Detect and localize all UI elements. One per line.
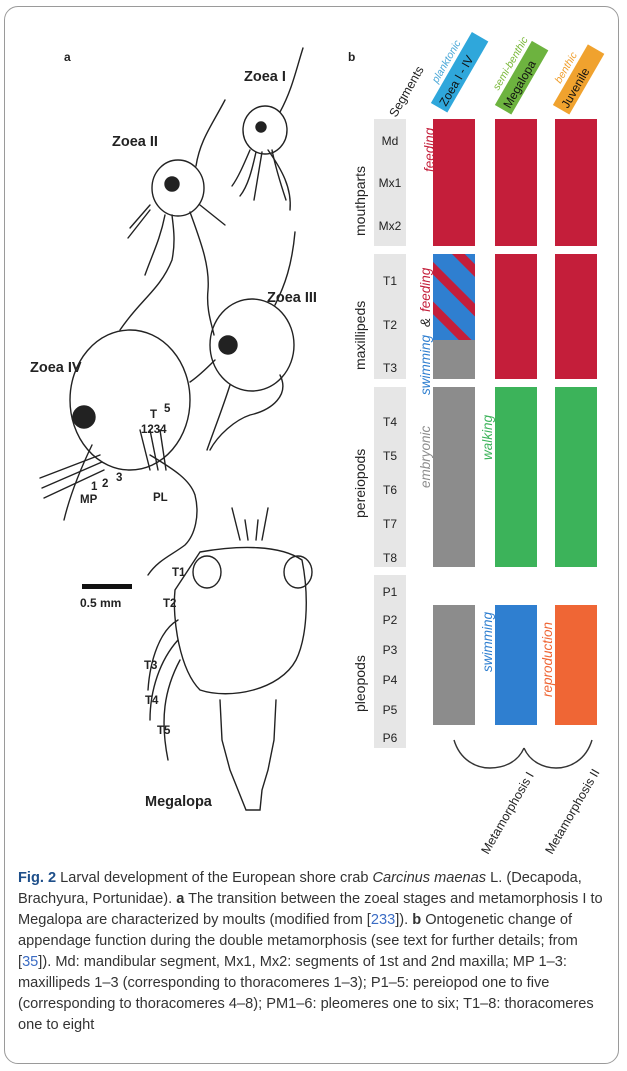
metamorphosis-1-label: Metamorphosis I [478, 769, 536, 856]
group-label-maxillipeds: maxillipeds [352, 301, 368, 370]
metamorphosis-2-bracket [524, 740, 592, 768]
megalopa-pleopods-bar [495, 605, 537, 725]
segment-P2: P2 [383, 613, 398, 627]
segments-heading: Segments [386, 64, 426, 120]
segment-T4: T4 [383, 415, 397, 429]
segment-T2: T2 [383, 318, 397, 332]
juvenile-pereiopods-bar [555, 387, 597, 567]
reference-link-35[interactable]: 35 [22, 954, 38, 970]
juvenile-mouthparts-bar [555, 119, 597, 246]
segment-T1: T1 [383, 274, 397, 288]
segment-P6: P6 [383, 731, 398, 745]
swimming-maxilliped-label: swimming [418, 335, 433, 395]
segment-P5: P5 [383, 703, 398, 717]
feeding-label: feeding [422, 127, 437, 172]
figure-caption: Fig. 2 Larval development of the Europea… [18, 868, 610, 1036]
swimming-pleopod-label: swimming [480, 612, 495, 672]
segment-T7: T7 [383, 517, 397, 531]
zoea-maxilliped-t3-bar [433, 340, 475, 379]
segment-T6: T6 [383, 483, 397, 497]
segment-Md: Md [382, 134, 399, 148]
zoea-pleopods-bar [433, 605, 475, 725]
group-label-mouthparts: mouthparts [352, 166, 368, 236]
reference-link-233[interactable]: 233 [371, 912, 395, 928]
segment-P4: P4 [383, 673, 398, 687]
group-label-pleopods: pleopods [352, 655, 368, 712]
zoea-mouthparts-bar [433, 119, 475, 246]
group-label-pereiopods: pereiopods [352, 449, 368, 518]
juvenile-maxillipeds-bar [555, 254, 597, 379]
zoea-pereiopods-bar [433, 387, 475, 567]
segment-P1: P1 [383, 585, 398, 599]
embryonic-label: embryonic [418, 425, 433, 488]
walking-label: walking [480, 414, 495, 460]
reproduction-label: reproduction [540, 622, 555, 697]
megalopa-maxillipeds-bar [495, 254, 537, 379]
segment-Mx1: Mx1 [379, 176, 402, 190]
metamorphosis-1-bracket [454, 740, 524, 768]
megalopa-pereiopods-bar [495, 387, 537, 567]
segment-T3: T3 [383, 361, 397, 375]
caption-species: Carcinus maenas [373, 870, 487, 886]
zoea-maxilliped-t1t2-bar [433, 254, 475, 340]
metamorphosis-2-label: Metamorphosis II [542, 766, 602, 856]
caption-fig-number: Fig. 2 [18, 870, 56, 886]
feeding-maxilliped-label: feeding [418, 267, 433, 312]
segment-P3: P3 [383, 643, 398, 657]
juvenile-pleopods-bar [555, 605, 597, 725]
segment-Mx2: Mx2 [379, 219, 402, 233]
ampersand-label: & [418, 318, 433, 327]
segment-T5: T5 [383, 449, 397, 463]
segment-T8: T8 [383, 551, 397, 565]
megalopa-mouthparts-bar [495, 119, 537, 246]
function-diagram: Segments planktonic Zoea I - IV semi-ben… [0, 0, 627, 860]
